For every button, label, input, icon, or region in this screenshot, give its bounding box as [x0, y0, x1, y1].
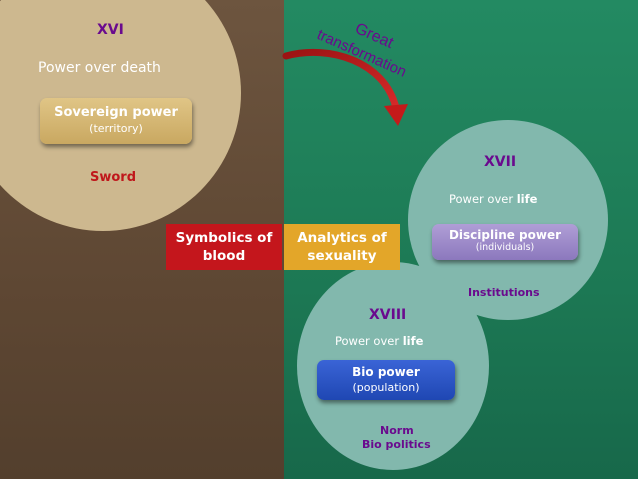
xvii-power-bold: life [516, 192, 538, 206]
sex-line2: sexuality [307, 248, 377, 264]
symbolics-of-blood-box: Symbolics of blood [166, 224, 282, 270]
xvii-label: XVII [484, 154, 517, 170]
bio-power-pill: Bio power (population) [317, 360, 455, 400]
xvi-power-text: Power over death [38, 60, 161, 76]
xvii-power-prefix: Power over [449, 192, 517, 206]
blood-line2: blood [202, 248, 246, 264]
sex-line1: Analytics of [297, 230, 387, 246]
sovereign-power-pill: Sovereign power (territory) [40, 98, 192, 144]
discipline-power-pill: Discipline power (individuals) [432, 224, 578, 260]
xviii-power-prefix: Power over [335, 334, 403, 348]
analytics-of-sexuality-box: Analytics of sexuality [284, 224, 400, 270]
transformation-arrow-icon [282, 48, 408, 126]
bio-politics-label: Bio politics [362, 438, 431, 451]
xviii-power-text: Power over life [335, 334, 423, 348]
sovereign-power-label: Sovereign power [54, 105, 178, 120]
xviii-label: XVIII [369, 307, 407, 323]
institutions-label: Institutions [468, 286, 540, 299]
sovereign-power-sub: (territory) [89, 122, 143, 135]
norm-label: Norm [380, 424, 414, 437]
xvi-label: XVI [97, 22, 124, 38]
blood-line1: Symbolics of [175, 230, 273, 246]
discipline-power-sub: (individuals) [475, 242, 535, 253]
xviii-power-bold: life [402, 334, 424, 348]
discipline-power-label: Discipline power [448, 228, 562, 242]
bio-power-label: Bio power [352, 365, 420, 379]
bio-power-sub: (population) [352, 381, 420, 394]
xvii-power-text: Power over life [449, 192, 537, 206]
sword-label: Sword [90, 170, 137, 185]
